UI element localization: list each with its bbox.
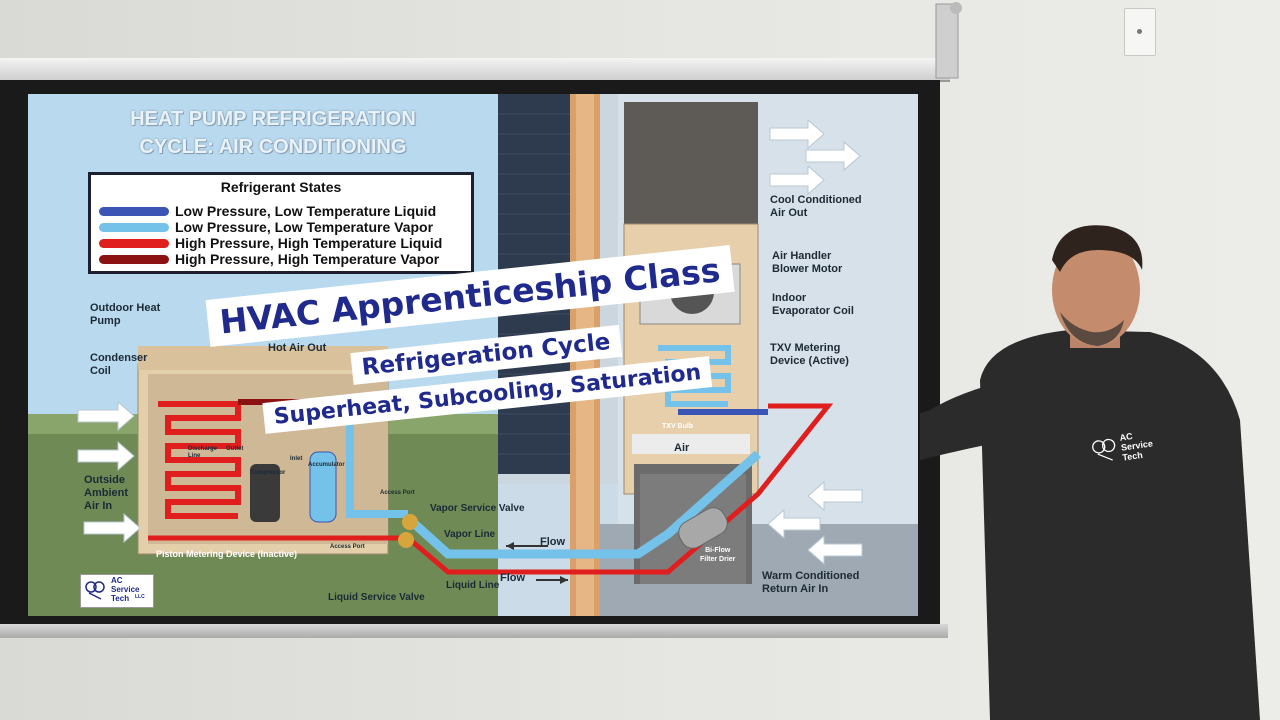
- legend-swatch-low-vapor: [99, 222, 169, 232]
- label-access-port-top: Access Port: [380, 490, 415, 496]
- label-warm-return-air: Warm Conditioned Return Air In: [762, 570, 860, 595]
- label-bi-flow-filter-drier: Bi-Flow Filter Drier: [700, 547, 736, 563]
- legend-item: High Pressure, High Temperature Vapor: [99, 251, 439, 267]
- label-cool-conditioned-air-out: Cool Conditioned Air Out: [770, 194, 862, 219]
- legend-label: High Pressure, High Temperature Vapor: [175, 251, 440, 267]
- label-piston-metering: Piston Metering Device (Inactive): [156, 549, 298, 559]
- legend-item: Low Pressure, Low Temperature Liquid: [99, 203, 436, 219]
- gauge-logo-icon: [1092, 438, 1116, 461]
- legend-label: Low Pressure, Low Temperature Vapor: [175, 219, 434, 235]
- label-accumulator: Accumulator: [308, 462, 345, 468]
- label-vapor-service-valve: Vapor Service Valve: [430, 503, 525, 514]
- legend-item: High Pressure, High Temperature Liquid: [99, 235, 442, 251]
- legend-label: Low Pressure, Low Temperature Liquid: [175, 203, 437, 219]
- label-outdoor-heat-pump: Outdoor Heat Pump: [90, 302, 161, 327]
- label-txv-metering-device: TXV Metering Device (Active): [770, 342, 849, 367]
- label-flow-top: Flow: [540, 536, 566, 548]
- slide-logo-suffix: LLC: [135, 594, 145, 600]
- slide-title-line1: HEAT PUMP REFRIGERATION: [130, 108, 416, 130]
- projector-screen-housing: [0, 58, 950, 82]
- label-inlet: Inlet: [290, 456, 303, 462]
- legend-title: Refrigerant States: [220, 179, 342, 195]
- label-txv-bulb: TXV Bulb: [662, 423, 694, 430]
- label-vapor-line: Vapor Line: [444, 529, 496, 540]
- legend-swatch-low-liquid: [99, 206, 169, 216]
- presenter: [920, 225, 1260, 720]
- label-discharge-line: Discharge Line: [188, 446, 218, 459]
- slide-logo-line2: Service: [111, 585, 140, 594]
- legend-label: High Pressure, High Temperature Liquid: [175, 235, 443, 251]
- legend-swatch-high-liquid: [99, 238, 169, 248]
- slide-logo-line1: AC: [111, 576, 123, 585]
- shirt-logo: AC Service Tech: [1089, 427, 1164, 480]
- slide-title-line2: CYCLE: AIR CONDITIONING: [139, 136, 407, 158]
- shirt-logo-line3: Tech: [1121, 449, 1144, 463]
- legend-swatch-high-vapor: [99, 254, 169, 264]
- legend-item: Low Pressure, Low Temperature Vapor: [99, 219, 433, 235]
- light-switch: [1124, 8, 1156, 56]
- gauge-logo-icon: [85, 581, 105, 600]
- screen-bracket: [932, 0, 962, 80]
- label-access-port-bottom: Access Port: [330, 544, 365, 550]
- refrigerant-legend: Refrigerant States Low Pressure, Low Tem…: [88, 172, 474, 274]
- label-indoor-evaporator-coil: Indoor Evaporator Coil: [772, 292, 854, 317]
- slide-logo: AC Service Tech LLC: [80, 574, 154, 608]
- label-outside-ambient: Outside Ambient Air In: [84, 474, 128, 512]
- label-flow-bottom: Flow: [500, 572, 526, 584]
- label-air-handler-blower-motor: Air Handler Blower Motor: [772, 250, 843, 275]
- label-air-handler-partial: Air: [674, 442, 690, 454]
- label-condenser-coil: Condenser Coil: [90, 352, 148, 377]
- label-compressor: Compressor: [250, 470, 286, 476]
- label-hot-air-out: Hot Air Out: [268, 342, 327, 354]
- label-liquid-service-valve: Liquid Service Valve: [328, 592, 425, 603]
- label-liquid-line: Liquid Line: [446, 580, 500, 591]
- screen-bottom-bar: [0, 624, 948, 638]
- label-outlet: Outlet: [226, 446, 244, 452]
- slide-logo-line3: Tech: [111, 594, 130, 603]
